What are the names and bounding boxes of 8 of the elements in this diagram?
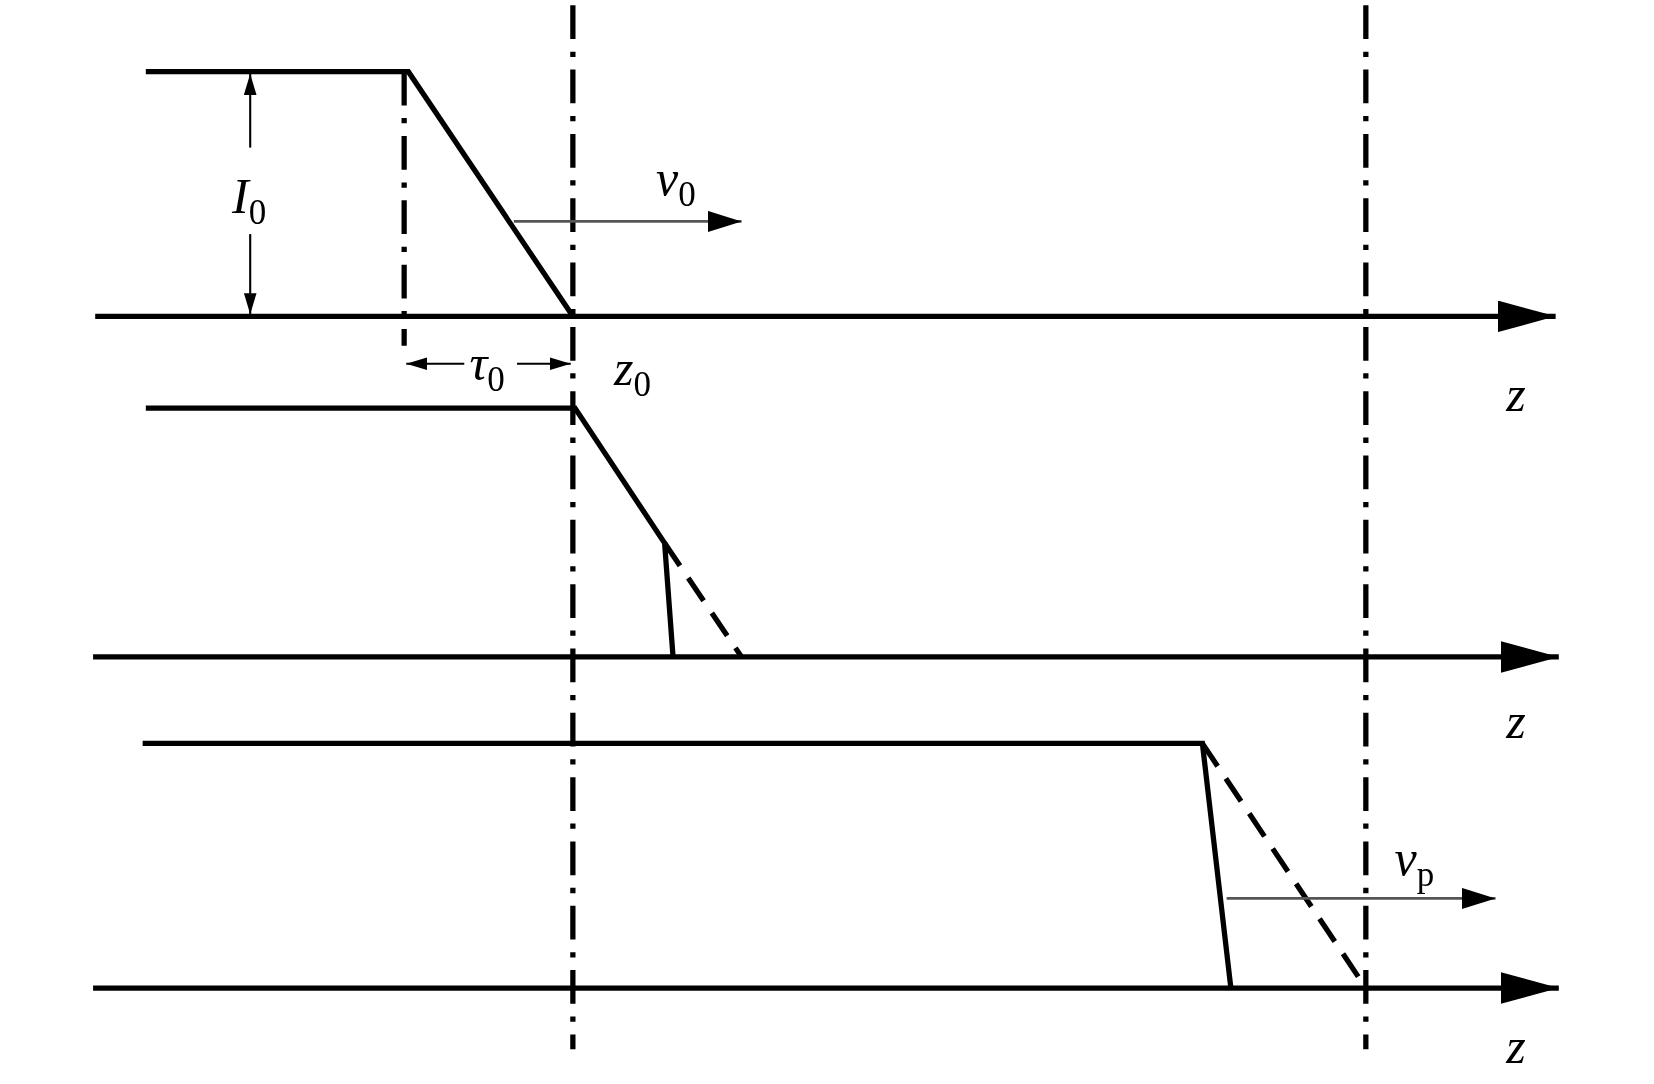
axis-label: z — [1506, 369, 1526, 420]
axis-label: z — [1506, 696, 1526, 747]
symbol-label: z$_{0}$ — [613, 342, 651, 402]
axis-label: z — [1506, 1021, 1526, 1072]
symbol-label: I$_{0}$ — [232, 170, 267, 230]
symbol-label: v$_{0}$ — [656, 152, 696, 212]
symbol-label: τ$_{0}$ — [469, 337, 505, 397]
symbol-label: v$_{p}$ — [1394, 833, 1435, 893]
